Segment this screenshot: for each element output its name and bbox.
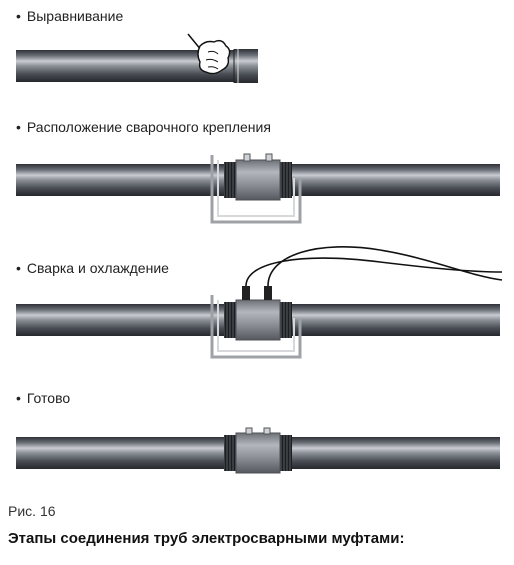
step-label-done: •Готово xyxy=(16,390,71,406)
pipe-done xyxy=(16,427,500,474)
coupling xyxy=(235,159,281,201)
diagram-canvas xyxy=(16,33,503,474)
terminal xyxy=(245,427,253,435)
terminal xyxy=(243,153,251,162)
cable xyxy=(245,257,503,287)
connector xyxy=(242,286,250,300)
figure-caption: Рис. 16 xyxy=(8,503,56,519)
step-label-align: •Выравнивание xyxy=(16,8,124,24)
cable xyxy=(267,246,503,287)
coupling xyxy=(235,299,281,341)
pipe-weld xyxy=(16,246,503,359)
terminal xyxy=(263,427,271,435)
step-label-clamp: •Расположение сварочного крепления xyxy=(16,119,271,135)
clamp-frame xyxy=(210,155,302,224)
connector xyxy=(264,286,272,300)
figure-title: Этапы соединения труб электросварными му… xyxy=(8,530,405,547)
clamp-frame xyxy=(210,295,302,359)
pipe-clamp xyxy=(16,153,500,224)
hand-icon xyxy=(187,33,231,75)
terminal xyxy=(265,153,273,162)
step-label-weld: •Сварка и охлаждение xyxy=(16,260,169,276)
coupling xyxy=(235,432,281,474)
